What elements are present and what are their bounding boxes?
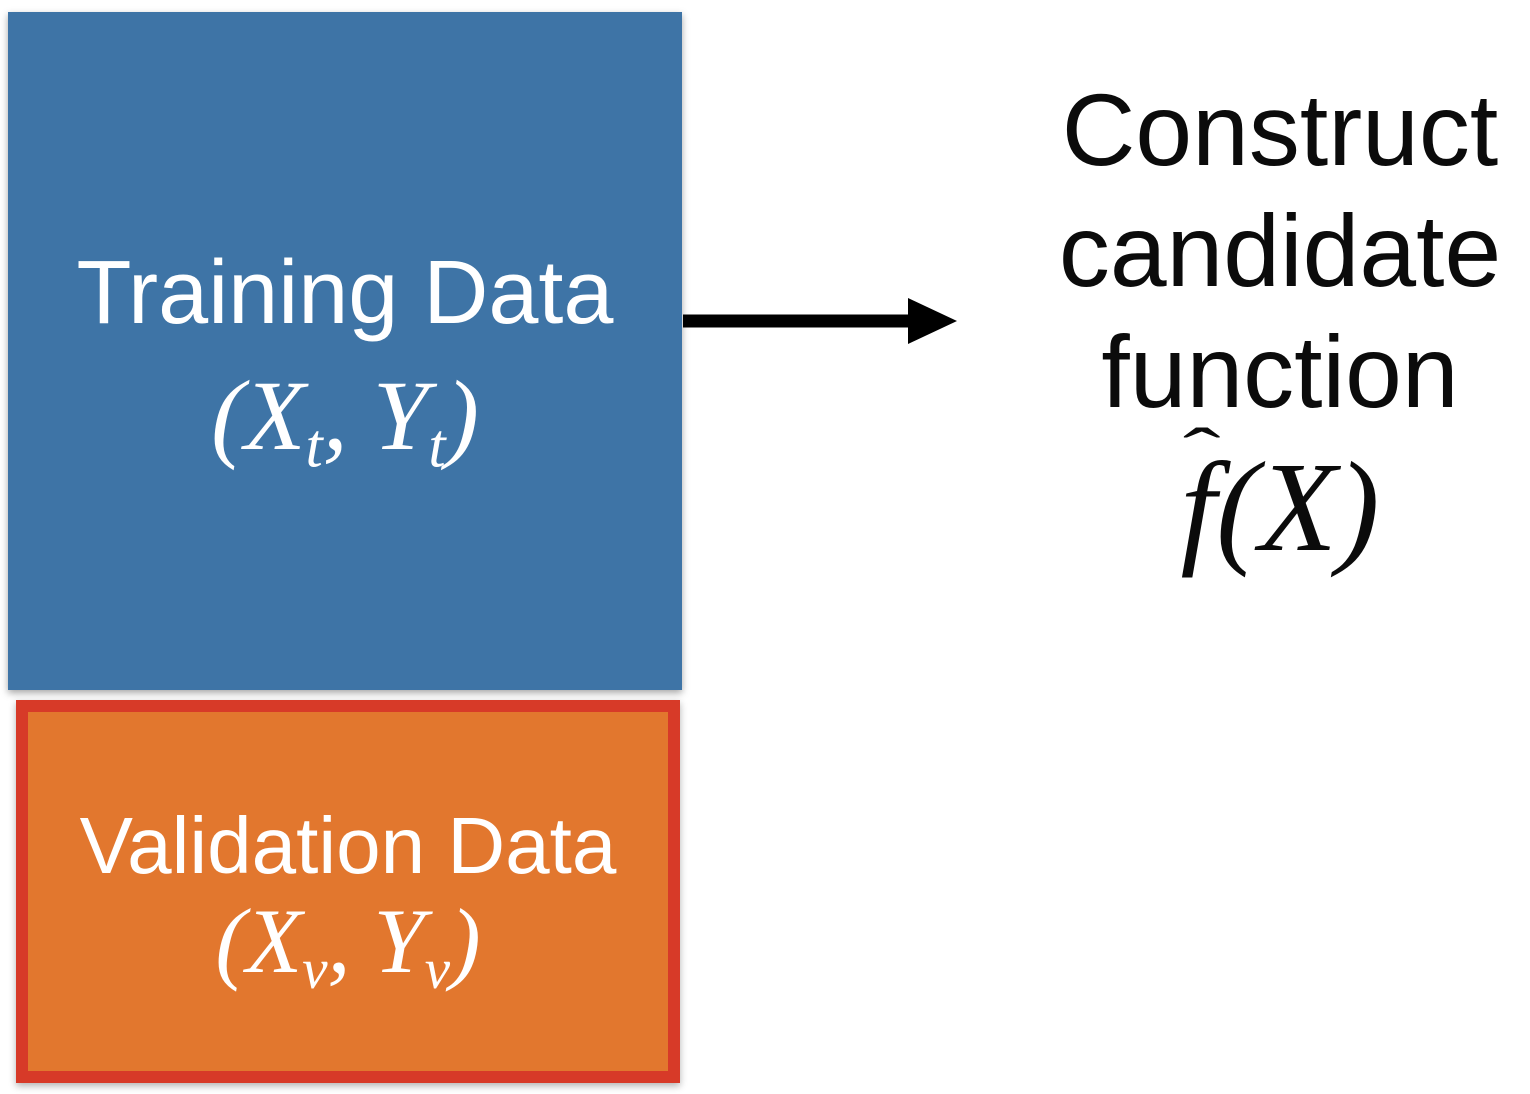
- validation-formula-subscript-y: v: [424, 937, 451, 1001]
- training-data-box: Training Data (Xt, Yt): [8, 12, 682, 690]
- training-formula-text: (Xt, Yt): [211, 360, 479, 481]
- validation-data-label: Validation Data: [79, 801, 617, 890]
- construct-line-2: candidate: [1058, 194, 1502, 308]
- hat-accent: ˆ: [1183, 416, 1222, 490]
- arrow-right-icon: [683, 298, 957, 344]
- validation-data-box: Validation Data (Xv, Yv): [16, 700, 680, 1083]
- validation-formula-subscript-x: v: [302, 937, 328, 1001]
- validation-formula-text: (Xv, Yv): [215, 890, 481, 1001]
- construct-line-1: Construct: [1061, 73, 1499, 187]
- validation-data-formula: (Xv, Yv): [28, 895, 668, 998]
- construct-line-3: function: [1101, 315, 1459, 429]
- training-data-label: Training Data: [76, 243, 614, 343]
- training-formula-subscript-x: t: [305, 412, 323, 481]
- training-data-formula: (Xt, Yt): [8, 366, 682, 478]
- training-formula-subscript-y: t: [428, 412, 446, 481]
